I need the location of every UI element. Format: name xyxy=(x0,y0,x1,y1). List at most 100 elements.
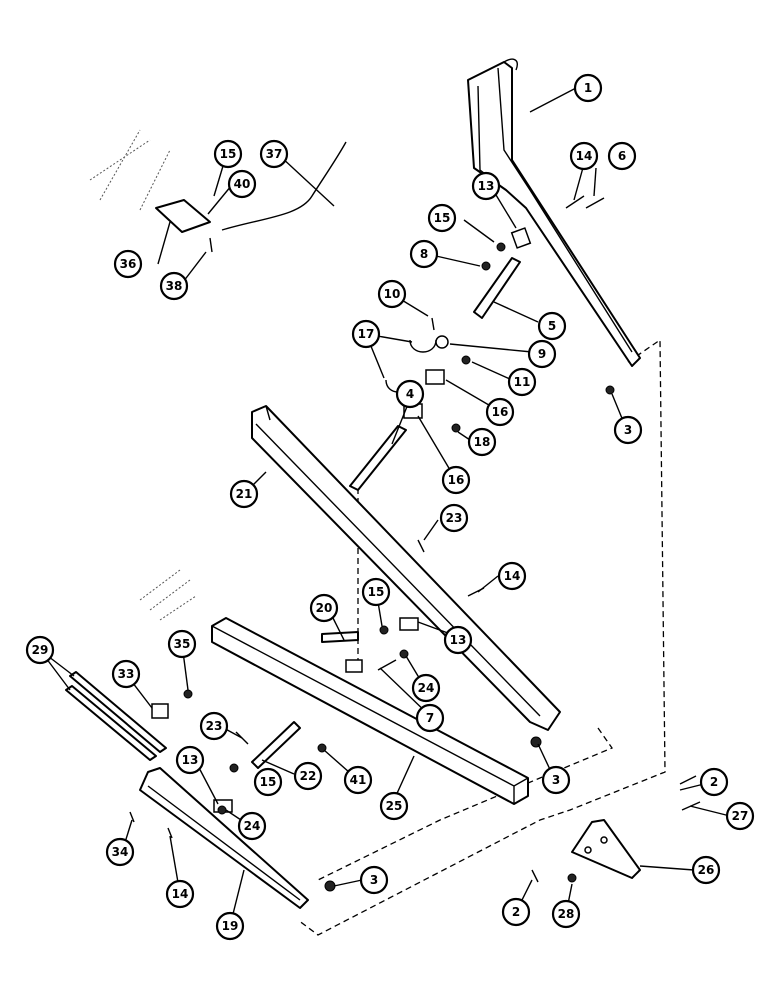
svg-text:16: 16 xyxy=(448,473,465,487)
bolt-23a xyxy=(417,539,425,553)
callout-15: 15 xyxy=(213,139,243,169)
svg-text:13: 13 xyxy=(182,753,199,767)
part-pin-4 xyxy=(349,425,407,491)
part-washer-9 xyxy=(435,335,449,349)
callout-3: 3 xyxy=(613,415,643,445)
nut-15d xyxy=(229,763,239,773)
callout-2: 2 xyxy=(501,897,531,927)
svg-text:24: 24 xyxy=(244,819,261,833)
nut-35 xyxy=(183,689,193,699)
svg-text:28: 28 xyxy=(558,907,575,921)
part-shoe-point xyxy=(571,819,641,879)
callout-13: 13 xyxy=(443,625,473,655)
callout-34: 34 xyxy=(105,837,135,867)
svg-text:23: 23 xyxy=(206,719,223,733)
svg-text:16: 16 xyxy=(492,405,509,419)
callout-11: 11 xyxy=(507,367,537,397)
nut-11 xyxy=(461,355,471,365)
bolt-34 xyxy=(129,811,135,823)
svg-text:13: 13 xyxy=(478,179,495,193)
callout-14: 14 xyxy=(569,141,599,171)
svg-text:20: 20 xyxy=(316,601,333,615)
callout-6: 6 xyxy=(607,141,637,171)
callout-13: 13 xyxy=(175,745,205,775)
nut-18 xyxy=(451,423,461,433)
bolt-10 xyxy=(431,317,435,331)
callout-37: 37 xyxy=(259,139,289,169)
svg-text:37: 37 xyxy=(266,147,283,161)
nut-3b xyxy=(530,736,542,748)
callout-7: 7 xyxy=(415,703,445,733)
svg-text:27: 27 xyxy=(732,809,749,823)
svg-text:25: 25 xyxy=(386,799,403,813)
callout-21: 21 xyxy=(229,479,259,509)
part-plate-16-a xyxy=(425,369,445,385)
svg-text:35: 35 xyxy=(174,637,191,651)
callout-2: 2 xyxy=(699,767,729,797)
callout-16: 16 xyxy=(441,465,471,495)
svg-text:18: 18 xyxy=(474,435,491,449)
callout-10: 10 xyxy=(377,279,407,309)
callout-4: 4 xyxy=(395,379,425,409)
bolt-2a xyxy=(679,775,697,785)
callout-25: 25 xyxy=(379,791,409,821)
svg-text:24: 24 xyxy=(418,681,435,695)
assembly-dashed-outline xyxy=(297,338,666,936)
svg-text:15: 15 xyxy=(220,147,237,161)
callout-15: 15 xyxy=(253,767,283,797)
svg-text:5: 5 xyxy=(548,319,556,333)
svg-text:14: 14 xyxy=(504,569,521,583)
callout-19: 19 xyxy=(215,911,245,941)
callout-26: 26 xyxy=(691,855,721,885)
callout-18: 18 xyxy=(467,427,497,457)
svg-text:14: 14 xyxy=(172,887,189,901)
nut-3a xyxy=(605,385,615,395)
nut-24b xyxy=(217,805,227,815)
part-ubolt-17a xyxy=(409,339,437,353)
bolt-14a xyxy=(565,195,585,209)
svg-text:33: 33 xyxy=(118,667,135,681)
part-long-channel xyxy=(251,405,561,731)
callout-41: 41 xyxy=(343,765,373,795)
nut-15b xyxy=(379,625,389,635)
callout-40: 40 xyxy=(227,169,257,199)
callout-24: 24 xyxy=(411,673,441,703)
part-pin-20 xyxy=(321,631,359,643)
svg-text:29: 29 xyxy=(32,643,49,657)
svg-text:23: 23 xyxy=(446,511,463,525)
callout-15: 15 xyxy=(361,577,391,607)
part-lower-channel xyxy=(139,767,309,909)
nut-15a xyxy=(496,242,506,252)
svg-text:15: 15 xyxy=(368,585,385,599)
callout-29: 29 xyxy=(25,635,55,665)
hatched-bracket xyxy=(139,569,197,621)
callout-33: 33 xyxy=(111,659,141,689)
svg-text:8: 8 xyxy=(420,247,428,261)
svg-text:22: 22 xyxy=(300,769,317,783)
svg-text:6: 6 xyxy=(618,149,626,163)
svg-text:1: 1 xyxy=(584,81,592,95)
svg-text:15: 15 xyxy=(434,211,451,225)
callout-27: 27 xyxy=(725,801,755,831)
svg-text:36: 36 xyxy=(120,257,137,271)
part-plate-33 xyxy=(151,703,169,719)
svg-text:3: 3 xyxy=(370,873,378,887)
callout-16: 16 xyxy=(485,397,515,427)
callout-5: 5 xyxy=(537,311,567,341)
nut-8 xyxy=(481,261,491,271)
callout-1: 1 xyxy=(573,73,603,103)
svg-text:4: 4 xyxy=(406,387,414,401)
callout-14: 14 xyxy=(165,879,195,909)
part-rods-29 xyxy=(65,671,167,761)
svg-text:26: 26 xyxy=(698,863,715,877)
svg-text:17: 17 xyxy=(358,327,375,341)
svg-text:2: 2 xyxy=(512,905,520,919)
svg-text:34: 34 xyxy=(112,845,129,859)
part-square-tube xyxy=(211,617,529,805)
part-pin-22 xyxy=(251,721,301,769)
callout-8: 8 xyxy=(409,239,439,269)
part-pin-5 xyxy=(473,257,521,319)
bolt-6 xyxy=(585,197,605,209)
callout-23: 23 xyxy=(199,711,229,741)
svg-text:15: 15 xyxy=(260,775,277,789)
